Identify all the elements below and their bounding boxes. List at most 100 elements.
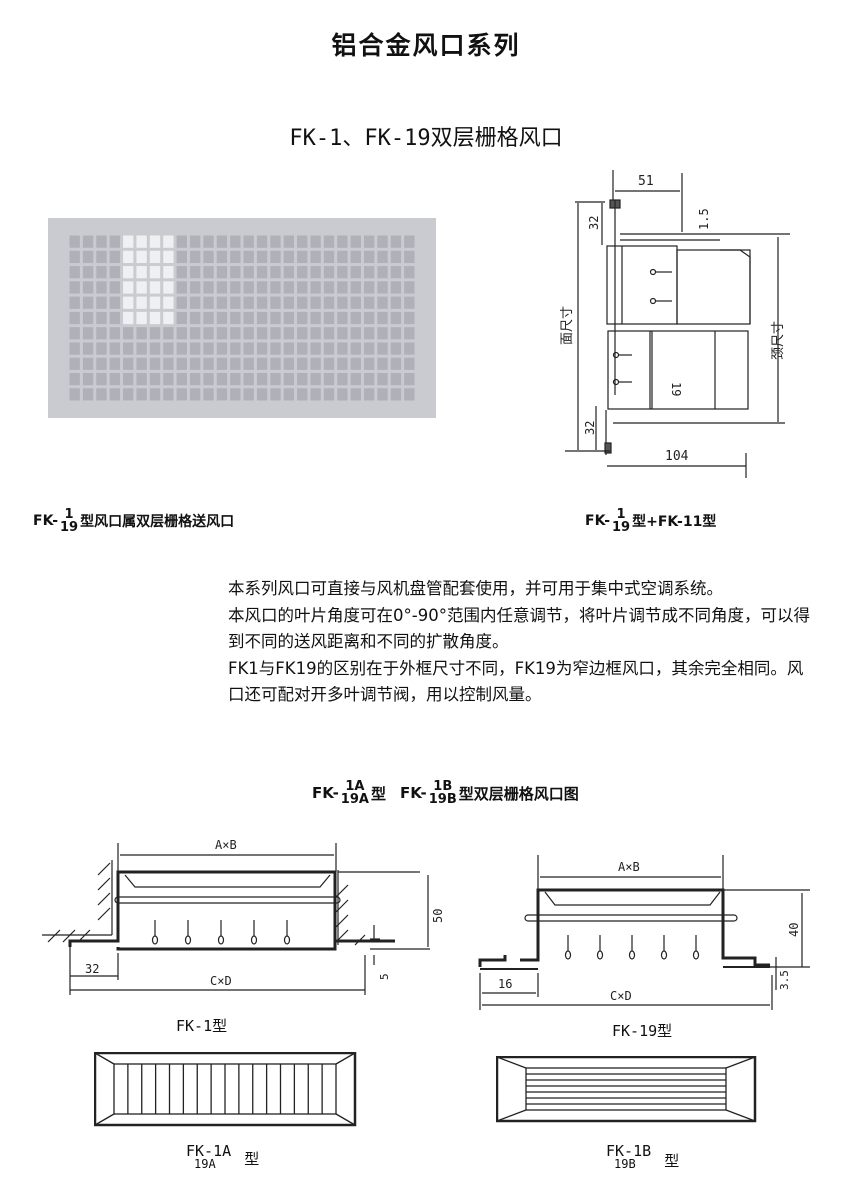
grid-cell	[283, 388, 295, 401]
grid-cell	[390, 250, 402, 264]
grid-cell	[270, 372, 281, 386]
grid-cell	[149, 281, 161, 294]
grid-cell	[270, 296, 281, 309]
grid-cell	[109, 357, 121, 370]
grid-cell	[404, 357, 415, 370]
grid-cell	[109, 296, 121, 309]
grid-cell	[189, 235, 201, 248]
grid-cell	[323, 357, 335, 370]
grid-cell	[363, 266, 375, 279]
grid-cell	[363, 311, 375, 325]
grid-cell	[256, 372, 268, 386]
grid-cell	[270, 357, 281, 370]
grid-cell	[323, 388, 335, 401]
grid-cell	[256, 296, 268, 309]
dim-19: 19	[669, 382, 683, 396]
grid-cell	[82, 372, 94, 386]
grid-cell	[297, 388, 308, 401]
grid-cell	[189, 327, 201, 340]
grid-cell	[390, 388, 402, 401]
grid-cell	[82, 388, 94, 401]
blade-pivot	[250, 935, 258, 945]
fk19-diagram: A×B 40 3.5 16 C×D	[478, 855, 810, 1010]
grid-cell	[243, 235, 254, 248]
grid-cell	[69, 311, 80, 325]
grid-cell	[203, 311, 214, 325]
grid-cell	[350, 281, 361, 294]
grid-cell	[69, 266, 80, 279]
fraction-den: 19A	[340, 792, 369, 807]
grid-cell	[82, 266, 94, 279]
grid-cell	[96, 372, 107, 386]
grid-cell	[136, 281, 147, 294]
grid-cell	[390, 311, 402, 325]
grid-cell	[216, 296, 228, 309]
grid-cell	[163, 327, 174, 340]
grid-cell	[163, 357, 174, 370]
grid-cell	[310, 388, 321, 401]
grid-cell	[283, 296, 295, 309]
grid-cell	[163, 250, 174, 264]
grid-cell	[283, 357, 295, 370]
grid-cell	[377, 266, 388, 279]
grid-cell	[69, 250, 80, 264]
dim-40: 40	[787, 923, 801, 937]
grid-cell	[230, 296, 241, 309]
blade-pivot	[692, 950, 700, 960]
grid-cell	[149, 235, 161, 248]
grid-cell	[283, 281, 295, 294]
grid-cell	[283, 250, 295, 264]
grid-cell	[404, 281, 415, 294]
grid-cell	[96, 357, 107, 370]
grid-cell	[96, 235, 107, 248]
grid-cell	[390, 372, 402, 386]
grid-cell	[176, 357, 187, 370]
grid-cell	[96, 281, 107, 294]
grid-cell	[189, 250, 201, 264]
grid-cell	[243, 342, 254, 355]
grille-front-b	[496, 1056, 757, 1123]
dim-16: 16	[498, 977, 512, 991]
heading-text: FK-	[312, 784, 339, 802]
grid-cell	[283, 311, 295, 325]
grid-cell	[149, 250, 161, 264]
grid-cell	[123, 311, 134, 325]
grid-cell	[136, 250, 147, 264]
blade-pivot	[628, 950, 636, 960]
grid-cell	[270, 388, 281, 401]
grid-cell	[163, 372, 174, 386]
grid-cell	[297, 372, 308, 386]
fraction-den: 19	[612, 520, 631, 535]
grid-cell	[82, 327, 94, 340]
grid-cell	[243, 327, 254, 340]
grid-cell	[69, 281, 80, 294]
grid-cell	[390, 235, 402, 248]
grid-cell	[123, 388, 134, 401]
grid-cell	[69, 235, 80, 248]
heading-text: 型	[370, 784, 386, 803]
grid-cell	[216, 311, 228, 325]
grid-cell	[82, 311, 94, 325]
grid-cell	[203, 281, 214, 294]
grid-cell	[176, 342, 187, 355]
page-title: 铝合金风口系列	[331, 31, 521, 60]
blade-pivot	[660, 950, 668, 960]
grid-cell	[82, 250, 94, 264]
grid-cell	[189, 357, 201, 370]
grid-cell	[337, 327, 348, 340]
grid-cell	[230, 235, 241, 248]
grid-cell	[230, 250, 241, 264]
blade-pivot	[184, 935, 192, 945]
grid-cell	[337, 311, 348, 325]
grid-cell	[377, 327, 388, 340]
heading-text: FK-	[399, 784, 427, 802]
grid-cell	[136, 235, 147, 248]
grid-cell	[243, 266, 254, 279]
fraction-num: 1B	[433, 779, 453, 794]
grid-cell	[149, 311, 161, 325]
grid-cell	[310, 266, 321, 279]
face-size-label: 面尺寸	[560, 306, 575, 345]
grid-cell	[323, 281, 335, 294]
